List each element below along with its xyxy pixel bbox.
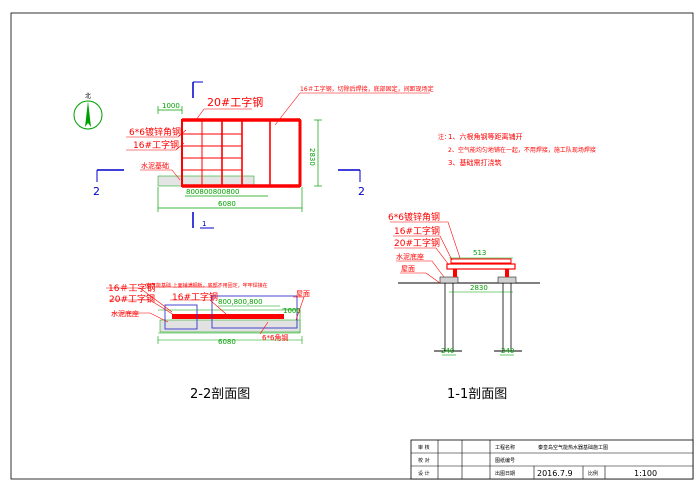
plan-label-concrete: 水泥基础 (141, 161, 169, 170)
plan-dim-bottom-segments: 800800800800 (186, 188, 239, 196)
section11-label-angle-steel: 6*6镀锌角钢 (388, 211, 440, 223)
north-arrow: 北 (73, 92, 103, 130)
section22-label-angle: 6*6角钢 (262, 333, 288, 342)
section-mark-2-left: 2 (93, 169, 124, 198)
section22-dim-total: 6080 (218, 338, 236, 346)
section22-beam (172, 314, 284, 319)
section22-label-16-beam-a: 16＃工字钢 (108, 282, 155, 294)
section11-label-20-beam: 20#工字钢 (394, 237, 440, 249)
section-mark-2-right: 2 (338, 169, 365, 198)
section11-label-16-beam: 16#工字钢 (394, 225, 440, 237)
section22-label-air-base: 空气能基础 上面铺满钢板，底部不用固定，牢牢焊接在 (146, 282, 268, 289)
title-block-project-name: 秦皇岛空气能热水器基础施工图 (538, 444, 608, 451)
title-block-design: 设 计 (418, 470, 430, 477)
section-2-2: 800,800,800 1000 6080 16＃工字钢 空气能基础 上面铺满钢… (106, 282, 310, 402)
title-block-date: 2016.7.9 (537, 469, 573, 478)
section22-dim-segments: 800,800,800 (218, 298, 263, 306)
north-label: 北 (85, 92, 91, 100)
plan-view: 1000 2830 800800800800 6080 (126, 85, 434, 212)
section22-label-16-beam-b: 16#工字钢 (172, 291, 218, 303)
section11-dim-513: 513 (473, 249, 486, 257)
plan-label-20-beam: 20#工字钢 (207, 95, 263, 109)
title-block-check: 校 对 (418, 457, 430, 464)
section-mark-1-top (192, 81, 203, 98)
section11-dim-240-right: 240 (501, 347, 514, 355)
section22-dim-right: 1000 (283, 307, 301, 315)
plan-label-16-beam: 16#工字钢 (133, 139, 179, 151)
title-block-scale-label: 比例 (588, 470, 598, 477)
plan-dim-right: 2830 (308, 148, 316, 166)
section22-concrete-base (159, 319, 301, 333)
section-1-1: 513 2830 240 240 6*6镀锌角钢 16#工字钢 20#工字钢 水… (388, 211, 540, 402)
title-block-project-label: 工程名称 (495, 444, 515, 451)
section22-label-roof: 屋面 (296, 290, 310, 298)
section11-dim-2830: 2830 (470, 284, 488, 292)
section-mark-bottom-label: 1 (202, 220, 206, 228)
plan-dim-top: 1000 (162, 102, 180, 110)
drawing-frame (10, 12, 694, 480)
plan-label-angle-steel: 6*6镀锌角钢 (129, 126, 181, 138)
section11-caption: 1-1剖面图 (447, 387, 507, 402)
title-block-scale: 1:100 (634, 469, 657, 478)
title-block-date-label: 出图日期 (495, 470, 515, 477)
plan-dim-bottom: 6080 (218, 200, 236, 208)
section11-label-roof: 屋面 (401, 265, 415, 273)
section22-label-20-beam: 20#工字钢 (109, 293, 155, 305)
section11-dim-240-left: 240 (441, 347, 454, 355)
section-mark-right-label: 2 (358, 185, 365, 198)
section11-beam-16 (450, 258, 512, 264)
section-mark-left-label: 2 (93, 185, 100, 198)
notes-title: 注： (438, 133, 450, 141)
plan-label-16-beam-note: 16＃工字钢，切除后焊接，底部固定，间距现场定 (300, 85, 434, 93)
section11-beam-20 (446, 263, 516, 270)
note-3: 3、基础需打浇筑 (448, 158, 501, 167)
title-block-review: 审 核 (418, 444, 430, 451)
title-block-drawing-no-label: 图纸编号 (495, 457, 515, 464)
title-block: 审 核 校 对 设 计 工程名称 图纸编号 出图日期 秦皇岛空气能热水器基础施工… (410, 439, 694, 480)
notes: 注： 1、六根角钢等距离铺开 2、空气能均匀地铺在一起，不用焊接，施工队现场焊接… (438, 132, 596, 167)
section11-label-concrete: 水泥底座 (396, 252, 424, 261)
note-2: 2、空气能均匀地铺在一起，不用焊接，施工队现场焊接 (448, 146, 596, 154)
section22-caption: 2-2剖面图 (190, 387, 250, 402)
note-1: 1、六根角钢等距离铺开 (448, 132, 522, 141)
section-mark-1-bottom: 1 (192, 212, 214, 229)
section22-label-concrete: 水泥底座 (111, 309, 139, 318)
